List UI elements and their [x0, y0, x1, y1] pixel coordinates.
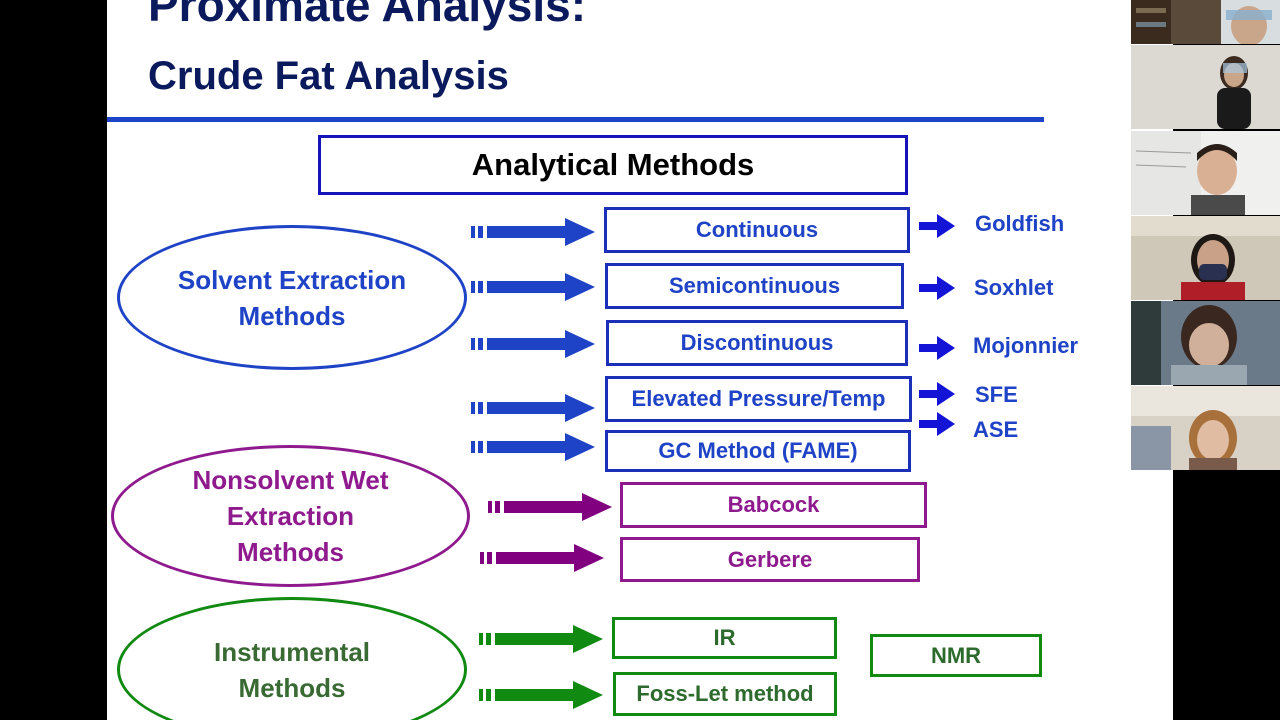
ellipse-label-line: Instrumental — [213, 636, 371, 667]
method-box-gc-method: GC Method (FAME) — [605, 430, 911, 472]
ellipse-label-line: Methods — [238, 300, 346, 331]
method-box-nmr: NMR — [870, 634, 1042, 677]
video-tile-participant-6[interactable] — [1131, 386, 1280, 470]
small-arrow-icon — [919, 276, 955, 300]
method-box-continuous: Continuous — [604, 207, 910, 253]
title-divider — [107, 117, 1044, 122]
arrow-icon — [488, 493, 612, 521]
example-soxhlet: Soxhlet — [974, 275, 1054, 300]
arrow-icon — [480, 544, 604, 572]
arrow-icon — [471, 433, 595, 461]
participant-video-icon — [1131, 131, 1280, 215]
ellipse-label-line: Nonsolvent Wet — [192, 465, 389, 495]
video-tile-participant-3[interactable] — [1131, 131, 1280, 215]
video-tile-participant-1[interactable] — [1131, 0, 1280, 84]
example-ase: ASE — [973, 417, 1019, 442]
small-arrow-icon — [919, 382, 955, 406]
method-box-gerbere: Gerbere — [620, 537, 920, 582]
video-tile-participant-5[interactable] — [1131, 301, 1280, 385]
ellipse-label-line: Extraction — [226, 501, 355, 531]
method-box-discontinuous: Discontinuous — [606, 320, 908, 366]
participant-video-icon — [1131, 386, 1280, 470]
arrow-icon — [471, 394, 595, 422]
presentation-slide: Proximate Analysis: Crude Fat Analysis A… — [107, 0, 1173, 720]
arrow-icon — [479, 681, 603, 709]
instrumental-methods-ellipse: Instrumental Methods — [117, 597, 467, 720]
slide-subtitle: Crude Fat Analysis — [148, 54, 509, 98]
video-tile-participant-4[interactable] — [1131, 216, 1280, 300]
arrow-icon — [479, 625, 603, 653]
participant-video-icon — [1131, 216, 1280, 300]
ellipse-label-line: Solvent Extraction — [177, 264, 407, 295]
video-participants-panel — [1131, 0, 1280, 470]
small-arrow-icon — [919, 336, 955, 360]
arrow-icon — [471, 218, 595, 246]
example-goldfish: Goldfish — [975, 211, 1065, 236]
example-sfe: SFE — [975, 382, 1018, 407]
arrow-icon — [471, 330, 595, 358]
method-box-elevated-pressure: Elevated Pressure/Temp — [605, 376, 912, 422]
method-box-ir: IR — [612, 617, 837, 659]
method-box-semicontinuous: Semicontinuous — [605, 263, 904, 309]
example-mojonnier: Mojonnier — [973, 333, 1079, 358]
analytical-methods-box: Analytical Methods — [318, 135, 908, 195]
solvent-extraction-ellipse: Solvent Extraction Methods — [117, 225, 467, 370]
participant-video-icon — [1131, 45, 1280, 129]
nonsolvent-extraction-ellipse: Nonsolvent Wet Extraction Methods — [111, 445, 470, 587]
participant-video-icon — [1131, 301, 1280, 385]
method-box-babcock: Babcock — [620, 482, 927, 528]
small-arrow-icon — [919, 214, 955, 238]
ellipse-label-line: Methods — [238, 672, 346, 703]
ellipse-label-line: Methods — [237, 537, 344, 567]
small-arrow-icon — [919, 412, 955, 436]
participant-video-icon — [1131, 0, 1280, 46]
slide-title: Proximate Analysis: — [148, 0, 587, 31]
method-box-foss-let: Foss-Let method — [613, 672, 837, 716]
video-tile-participant-2[interactable] — [1131, 45, 1280, 129]
arrow-icon — [471, 273, 595, 301]
